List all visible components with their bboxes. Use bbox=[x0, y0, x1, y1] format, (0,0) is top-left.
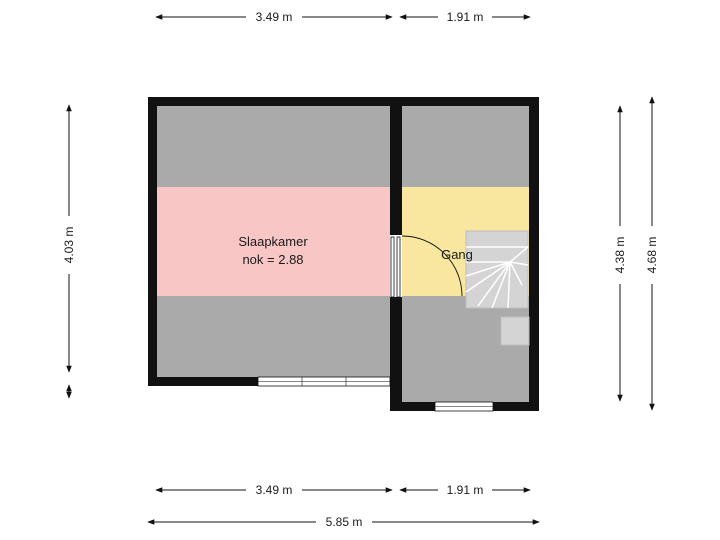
dimension-label: 3.49 m bbox=[256, 483, 293, 497]
window-slaapkamer bbox=[257, 376, 391, 387]
room-label-slaapkamer: Slaapkamer bbox=[238, 234, 308, 249]
dimension-label: 4.38 m bbox=[613, 237, 627, 274]
room-label-gang: Gang bbox=[441, 247, 473, 262]
dimension-top-right: 1.91 m bbox=[399, 10, 531, 24]
dimension-right-outer: 4.68 m bbox=[645, 96, 659, 411]
room-slaapkamer bbox=[157, 187, 390, 296]
dimension-label: 4.68 m bbox=[645, 237, 659, 274]
dimension-label: 3.49 m bbox=[256, 10, 293, 24]
dimension-top-left: 3.49 m bbox=[155, 10, 393, 24]
dimension-bottom-left: 3.49 m bbox=[155, 483, 393, 497]
wall-unit bbox=[500, 316, 530, 346]
dimension-bottom-total: 5.85 m bbox=[147, 515, 540, 529]
staircase bbox=[465, 230, 529, 309]
dimension-label: 4.03 m bbox=[62, 227, 76, 264]
dimension-label: 1.91 m bbox=[447, 483, 484, 497]
dimension-label: 5.85 m bbox=[326, 515, 363, 529]
dimension-left-height: 4.03 m bbox=[62, 104, 76, 399]
dimension-label: 1.91 m bbox=[447, 10, 484, 24]
dimension-bottom-right: 1.91 m bbox=[399, 483, 531, 497]
door bbox=[390, 235, 463, 298]
dimension-right-inner: 4.38 m bbox=[613, 105, 627, 402]
room-label-slaapkamer-ceiling: nok = 2.88 bbox=[242, 252, 303, 267]
window-gang bbox=[434, 401, 494, 412]
